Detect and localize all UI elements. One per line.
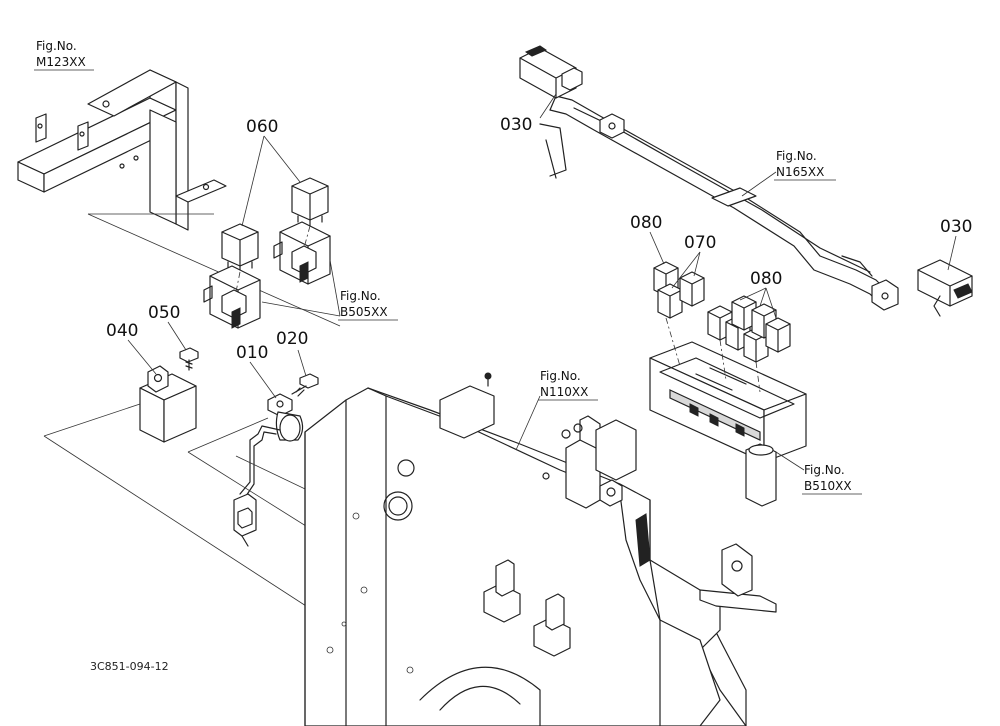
relay-060-b (291, 177, 329, 227)
relay-070-a (657, 283, 683, 319)
module-040 (139, 365, 197, 443)
fig-ref-n110-line1: Fig.No. (540, 369, 581, 383)
part-label-050: 050 (148, 303, 180, 323)
fig-ref-m123-line2: M123XX (36, 55, 86, 69)
fig-ref-b510-line2: B510XX (804, 479, 852, 493)
fig-ref-b510-line1: Fig.No. (804, 463, 845, 477)
part-label-010: 010 (236, 343, 268, 363)
part-label-030-left: 030 (500, 115, 532, 135)
relay-socket-a (203, 265, 261, 329)
frame-n110 (304, 372, 777, 726)
part-label-020: 020 (276, 329, 308, 349)
relay-080-group (707, 295, 791, 363)
fig-ref-n165-line2: N165XX (776, 165, 824, 179)
part-label-030-right: 030 (940, 217, 972, 237)
part-label-060: 060 (246, 117, 278, 137)
fig-ref-n165: Fig.No. N165XX (774, 149, 836, 181)
fig-ref-b505-line1: Fig.No. (340, 289, 381, 303)
sensor-010 (233, 393, 304, 547)
bracket-m123 (17, 69, 341, 327)
fuse-box-b510 (649, 341, 807, 507)
part-label-080-right: 080 (750, 269, 782, 289)
bolt-050 (179, 347, 199, 371)
fig-ref-n110-line2: N110XX (540, 385, 588, 399)
connector-030-right (917, 259, 973, 317)
fig-ref-m123-line1: Fig.No. (36, 39, 77, 53)
fig-ref-n110: Fig.No. N110XX (538, 369, 598, 401)
connector-030-left (519, 45, 583, 99)
relay-060-a (221, 223, 259, 273)
part-label-040: 040 (106, 321, 138, 341)
fig-ref-m123: Fig.No. M123XX (34, 39, 94, 71)
harness-n165 (539, 95, 899, 311)
relay-socket-b (273, 221, 331, 285)
part-label-080-top: 080 (630, 213, 662, 233)
fig-ref-b505: Fig.No. B505XX (338, 289, 398, 321)
fig-ref-b510: Fig.No. B510XX (802, 463, 862, 495)
fig-ref-n165-line1: Fig.No. (776, 149, 817, 163)
part-label-070: 070 (684, 233, 716, 253)
relay-070-b (679, 271, 705, 307)
bolt-020 (291, 373, 319, 397)
fig-ref-b505-line2: B505XX (340, 305, 388, 319)
drawing-code: 3C851-094-12 (90, 660, 169, 673)
